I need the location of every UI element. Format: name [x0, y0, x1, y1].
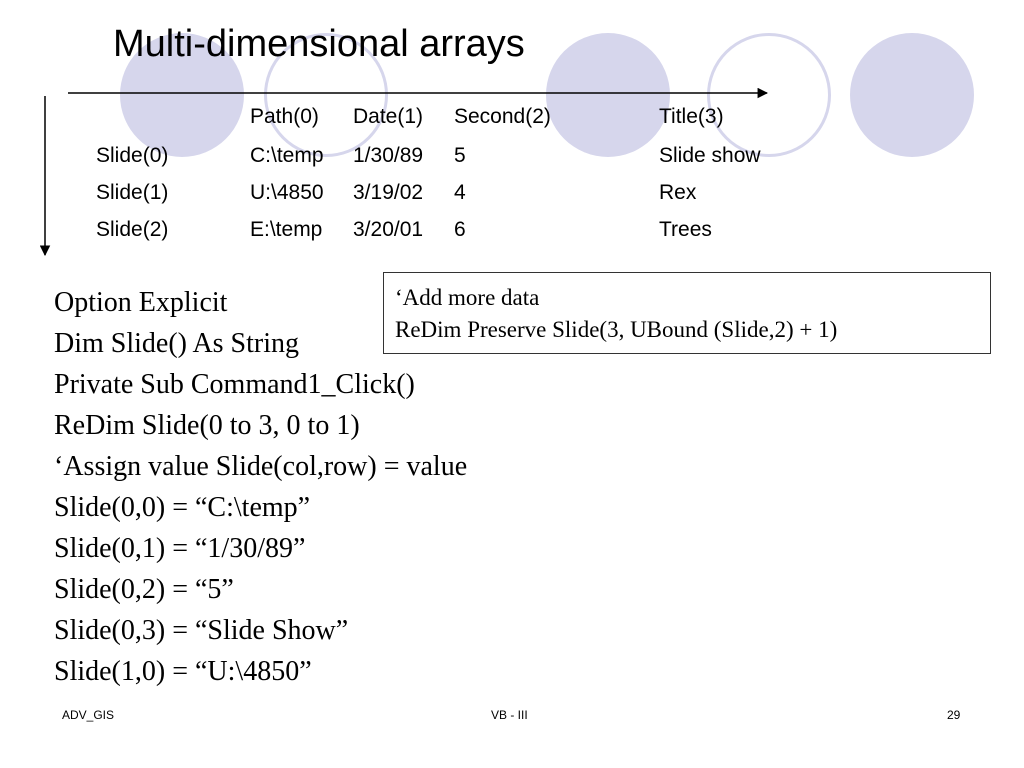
code-line: Slide(1,0) = “U:\4850”	[54, 656, 312, 687]
table-cell: 5	[454, 144, 466, 167]
column-header: Path(0)	[250, 105, 319, 128]
row-label: Slide(2)	[96, 218, 169, 241]
code-line: Slide(0,2) = “5”	[54, 574, 234, 605]
decorative-ring	[264, 33, 388, 157]
code-listing: Option Explicit Dim Slide() As String Pr…	[54, 282, 467, 692]
code-line: Option Explicit	[54, 287, 228, 318]
table-cell: Rex	[659, 181, 697, 204]
table-cell: 3/20/01	[353, 218, 424, 241]
column-header: Title(3)	[659, 105, 724, 128]
table-cell: E:\temp	[250, 218, 323, 241]
footer-center-text: VB - III	[491, 708, 528, 722]
code-line: Slide(0,0) = “C:\temp”	[54, 492, 311, 523]
column-header: Date(1)	[353, 105, 424, 128]
code-line: ReDim Slide(0 to 3, 0 to 1)	[54, 410, 360, 441]
footer-left-text: ADV_GIS	[62, 708, 115, 722]
decorative-circle	[546, 33, 670, 157]
slide-title: Multi-dimensional arrays	[113, 23, 525, 65]
code-line: Private Sub Command1_Click()	[54, 369, 415, 400]
code-line: Slide(0,1) = “1/30/89”	[54, 533, 306, 564]
note-line: ReDim Preserve Slide(3, UBound (Slide,2)…	[395, 317, 838, 342]
row-label: Slide(0)	[96, 144, 169, 167]
redim-note-box: ‘Add more data ReDim Preserve Slide(3, U…	[383, 272, 991, 354]
table-cell: 6	[454, 218, 466, 241]
table-cell: C:\temp	[250, 144, 324, 167]
table-cell: 1/30/89	[353, 144, 424, 167]
table-cell: 4	[454, 181, 466, 204]
code-line: Dim Slide() As String	[54, 328, 300, 359]
table-cell: Trees	[659, 218, 712, 241]
code-line: ‘Assign value Slide(col,row) = value	[54, 451, 468, 482]
page-number: 29	[947, 708, 961, 722]
row-label: Slide(1)	[96, 181, 169, 204]
decorative-circle	[120, 33, 244, 157]
decorative-ring	[707, 33, 831, 157]
decorative-circle	[850, 33, 974, 157]
note-line: ‘Add more data	[395, 285, 540, 310]
table-cell: U:\4850	[250, 181, 324, 204]
code-line: Slide(0,3) = “Slide Show”	[54, 615, 349, 646]
table-cell: Slide show	[659, 144, 761, 167]
column-header: Second(2)	[454, 105, 551, 128]
table-cell: 3/19/02	[353, 181, 424, 204]
